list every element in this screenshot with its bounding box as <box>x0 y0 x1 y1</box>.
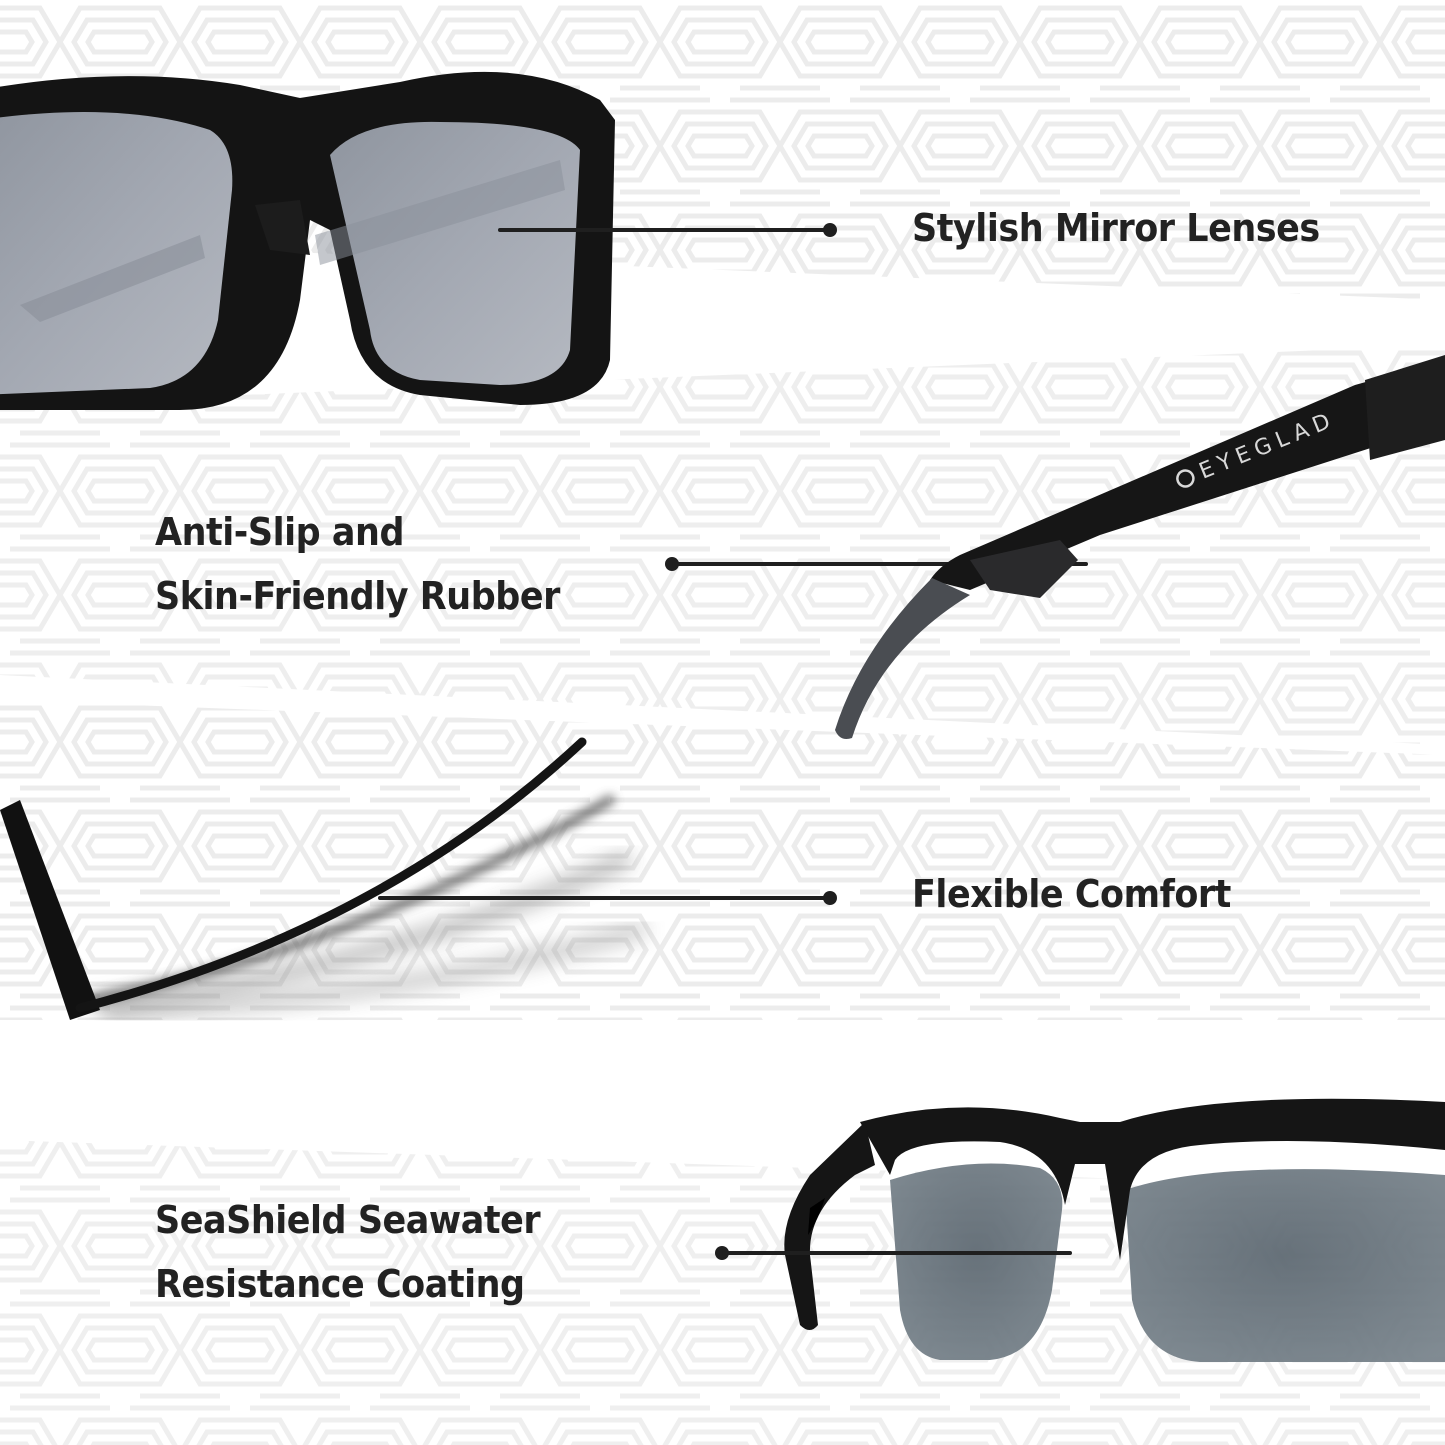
feature-line: Stylish Mirror Lenses <box>912 206 1320 250</box>
callout-dot-mirror-lenses <box>823 223 837 237</box>
feature-line: Flexible Comfort <box>912 872 1231 916</box>
feature-label-anti-slip: Anti-Slip and Skin-Friendly Rubber <box>155 500 560 628</box>
eyeglad-logo-icon <box>1176 469 1195 488</box>
callout-line-seashield <box>722 1251 1072 1255</box>
pattern-band-2 <box>0 345 1445 745</box>
feature-line: Skin-Friendly Rubber <box>155 574 560 618</box>
half-rim-frame-image <box>700 1080 1445 1445</box>
callout-line-anti-slip <box>672 562 1088 566</box>
bending-temple-image <box>0 730 700 1030</box>
feature-line: Resistance Coating <box>155 1262 525 1306</box>
front-sunglasses-image <box>0 60 640 420</box>
feature-line: SeaShield Seawater <box>155 1198 541 1242</box>
temple-arm-image: EYEGLAD <box>820 350 1445 750</box>
feature-label-flexible: Flexible Comfort <box>912 862 1231 926</box>
feature-line: Anti-Slip and <box>155 510 405 554</box>
feature-label-mirror-lenses: Stylish Mirror Lenses <box>912 196 1320 260</box>
callout-line-flexible <box>378 896 830 900</box>
pattern-band-3 <box>0 700 1445 1020</box>
callout-line-mirror-lenses <box>498 228 830 232</box>
feature-label-seashield: SeaShield Seawater Resistance Coating <box>155 1188 541 1316</box>
pattern-band-bottom <box>0 1100 1445 1445</box>
callout-dot-flexible <box>823 891 837 905</box>
